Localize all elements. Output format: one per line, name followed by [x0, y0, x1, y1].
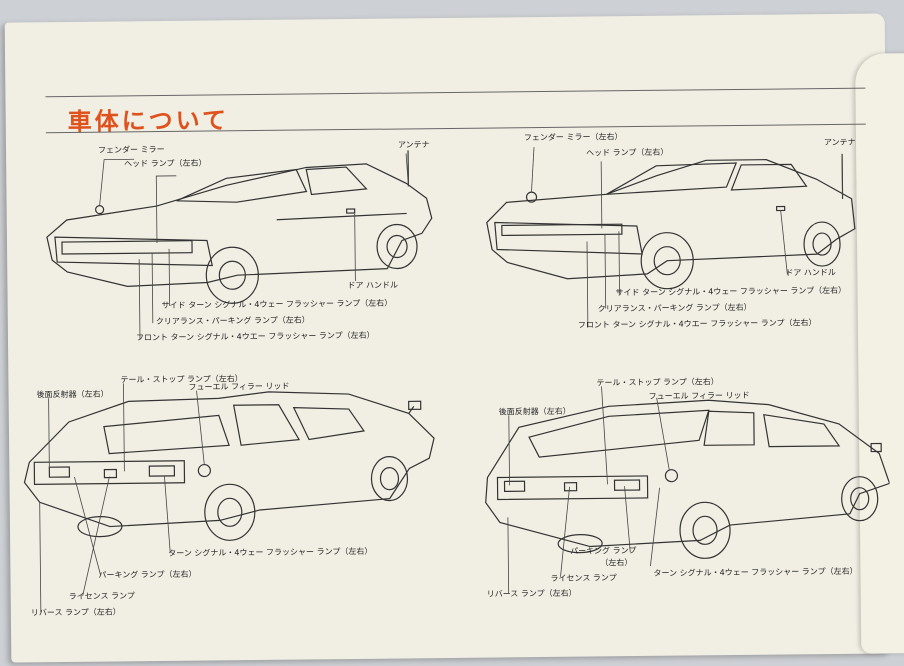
label-door-handle: ドア ハンドル [347, 280, 399, 291]
label-license-lamp-2: ライセンス ランプ [550, 573, 617, 583]
label-reverse-lamp-2: リバース ランプ（左右） [486, 588, 577, 599]
label-parking-lamp: パーキング ランプ（左右） [98, 569, 197, 580]
label-clearance-parking: クリアランス・パーキング ランプ（左右） [155, 315, 310, 327]
coupe-rear-illustration [23, 391, 435, 541]
label-door-handle-2: ドア ハンドル [785, 267, 836, 278]
label-parking-lamp-lr: （左右） [600, 558, 633, 568]
label-rear-reflector-2: 後面反射器（左右） [498, 406, 571, 417]
label-fender-mirror-lr: フェンダー ミラー（左右） [523, 132, 623, 143]
hatchback-rear-illustration [485, 399, 891, 559]
label-antenna: アンテナ [397, 140, 430, 150]
label-clearance-parking-2: クリアランス・パーキング ランプ（左右） [597, 302, 752, 314]
label-parking-lamp-2: パーキング ランプ [570, 546, 637, 556]
label-turn-signal-rear: ターン シグナル・4ウェー フラッシャー ランプ（左右） [168, 546, 373, 558]
label-fender-mirror: フェンダー ミラー [97, 144, 165, 155]
label-license-lamp: ライセンス ランプ [68, 591, 135, 601]
label-rear-reflector: 後面反射器（左右） [36, 389, 109, 400]
label-fuel-lid: フューエル フィラー リッド [188, 381, 290, 392]
label-headlamp-2: ヘッド ランプ（左右） [586, 147, 669, 158]
label-tail-stop-2: テール・ストップ ランプ（左右） [596, 377, 719, 388]
label-turn-signal-rear-2: ターン シグナル・4ウェー フラッシャー ランプ（左右） [653, 566, 858, 578]
manual-page: 車体について [4, 13, 904, 663]
illustrations [23, 147, 891, 613]
label-reverse-lamp: リバース ランプ（左右） [30, 607, 121, 618]
label-fuel-lid-2: フューエル フィラー リッド [648, 390, 750, 401]
leader-lines [39, 147, 843, 613]
label-headlamp: ヘッド ランプ（左右） [124, 158, 207, 169]
label-antenna-2: アンテナ [823, 137, 856, 148]
